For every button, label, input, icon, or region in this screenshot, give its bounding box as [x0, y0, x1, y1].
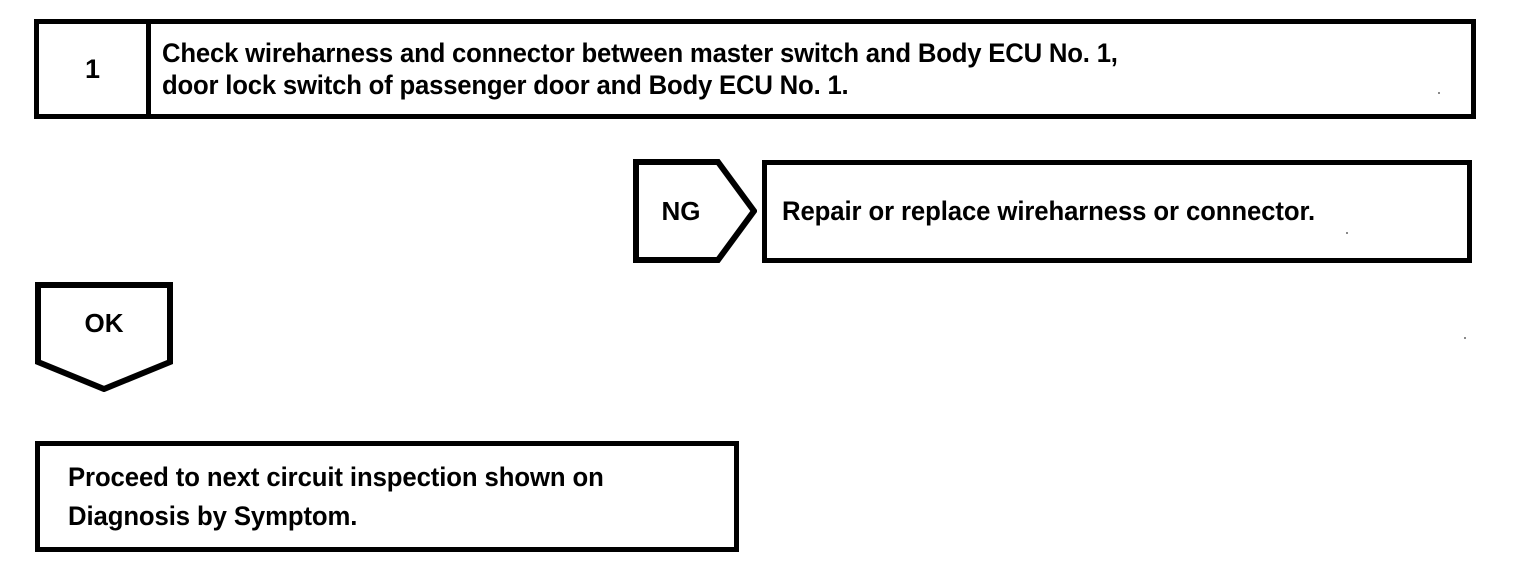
ng-arrow-shape — [633, 159, 757, 263]
ok-branch-label: OK — [84, 307, 124, 338]
step-instruction-cell: Check wireharness and connector between … — [151, 24, 1471, 114]
ok-result-box: Proceed to next circuit inspection shown… — [35, 441, 739, 552]
scan-speckle — [1464, 337, 1466, 339]
ng-result-box: Repair or replace wireharness or connect… — [762, 160, 1472, 263]
step-number: 1 — [84, 53, 101, 84]
ok-branch-label-wrap: OK — [35, 282, 173, 364]
ok-arrow-shape — [35, 282, 173, 392]
step-number-cell: 1 — [39, 24, 151, 114]
step-1-box: 1 Check wireharness and connector betwee… — [34, 19, 1476, 119]
step-instruction-text: Check wireharness and connector between … — [162, 37, 1118, 100]
scan-speckle — [1346, 232, 1348, 234]
ng-branch-label: NG — [661, 195, 701, 226]
ok-result-text: Proceed to next circuit inspection shown… — [68, 462, 604, 531]
scan-speckle — [1438, 92, 1440, 94]
ng-result-text: Repair or replace wireharness or connect… — [782, 195, 1315, 226]
ng-branch-label-wrap: NG — [633, 159, 729, 263]
